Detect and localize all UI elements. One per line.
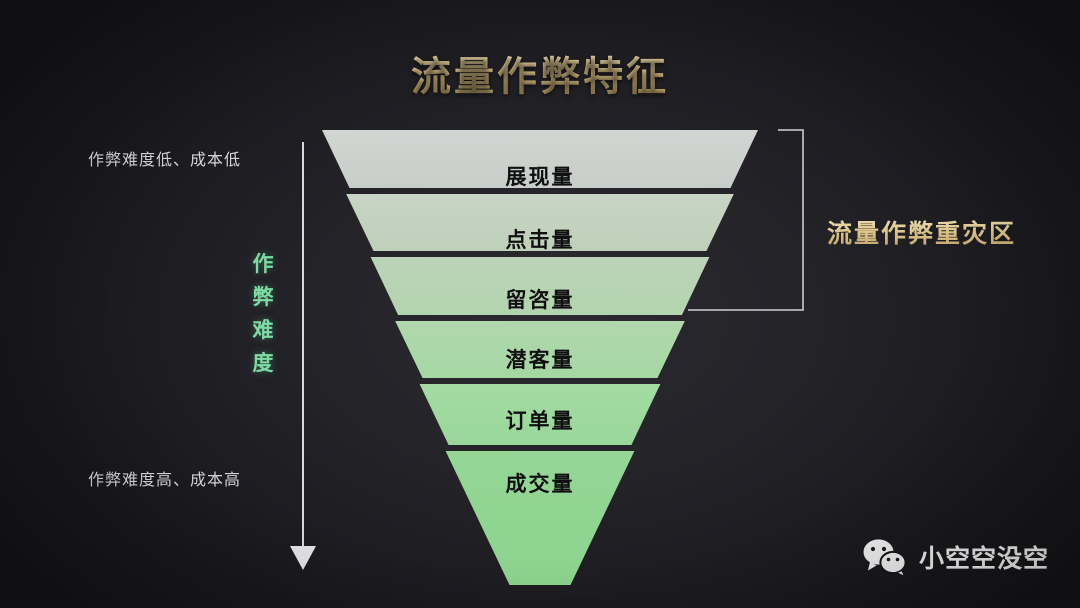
down-arrow-icon [290,142,316,570]
funnel-label-1: 展现量 [505,166,575,189]
bracket-label: 流量作弊重灾区 [827,214,1016,250]
funnel-layer-3 [370,257,710,315]
funnel-layer-4 [395,321,685,378]
note-high-difficulty: 作弊难度高、成本高 [88,472,242,489]
axis-label-char-3: 难 [252,319,274,342]
watermark: 小空空没空 [862,538,1049,576]
funnel-chart: 展现量 点击量 留咨量 潜客量 订单量 成交量 [310,120,770,585]
funnel-layer-1 [322,130,758,188]
bracket-marker [688,129,804,311]
funnel-label-2: 点击量 [505,229,575,252]
funnel-layer-5 [419,384,661,445]
funnel-layers [322,130,758,585]
axis-label-difficulty: 作 弊 难 度 [248,248,278,380]
wechat-icon [863,539,907,576]
funnel-label-5: 订单量 [505,410,575,433]
axis-label-char-1: 作 [252,253,274,276]
axis-label-char-4: 度 [252,352,274,375]
funnel-label-4: 潜客量 [505,349,575,372]
funnel-layer-2 [346,194,734,251]
funnel-layer-6 [445,451,635,585]
page-title: 流量作弊特征 [0,44,1080,102]
axis-label-char-2: 弊 [252,286,274,309]
funnel-label-6: 成交量 [505,473,575,496]
note-low-difficulty: 作弊难度低、成本低 [88,152,242,169]
watermark-text: 小空空没空 [919,545,1050,573]
funnel-label-3: 留咨量 [505,289,575,312]
